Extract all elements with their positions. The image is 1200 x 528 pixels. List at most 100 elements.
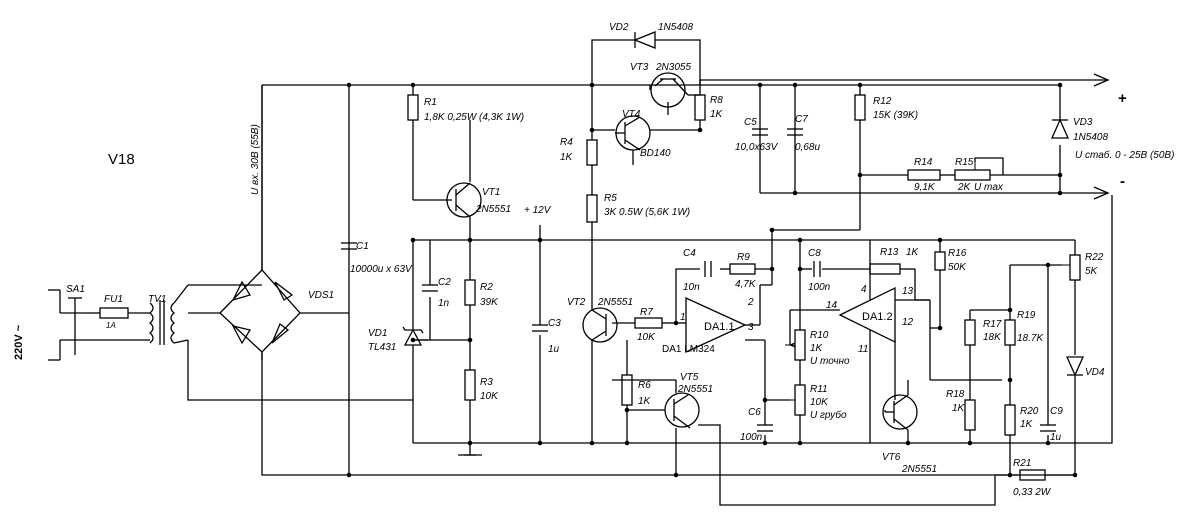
pin-14: 14 xyxy=(826,300,838,311)
r6-value: 1K xyxy=(638,396,652,407)
resistor-r7 xyxy=(634,317,663,329)
c5-ref: C5 xyxy=(744,117,757,128)
r12-value: 15K (39K) xyxy=(873,110,918,121)
pin-4: 4 xyxy=(861,284,867,295)
capacitors xyxy=(341,128,1056,432)
r9-ref: R9 xyxy=(737,252,750,263)
c3-ref: C3 xyxy=(548,318,561,329)
pin-1: 1 xyxy=(680,312,686,323)
r17-value: 18K xyxy=(983,332,1002,343)
transistor-vt2 xyxy=(582,307,618,343)
vt2-ref: VT2 xyxy=(567,297,586,308)
r22-value: 5K xyxy=(1085,266,1099,277)
labels: V18 220V ~ SA1 FU1 1A TV1 VDS1 U вх. 30В… xyxy=(13,22,1174,498)
c3-value: 1u xyxy=(548,344,560,355)
r3-ref: R3 xyxy=(480,377,493,388)
transistor-vt3 xyxy=(650,72,686,108)
r22-ref: R22 xyxy=(1085,252,1104,263)
vt1-value: 2N5551 xyxy=(475,204,511,215)
resistor-r9 xyxy=(729,263,756,275)
r18-value: 1K xyxy=(952,403,966,414)
vt6-value: 2N5551 xyxy=(901,464,937,475)
r20-ref: R20 xyxy=(1020,406,1039,417)
rail-12v: + 12V xyxy=(524,205,552,216)
resistor-r2 xyxy=(464,279,476,306)
output-range: U стаб. 0 - 25В (50В) xyxy=(1075,149,1174,161)
diodes xyxy=(219,31,1085,377)
fu1-rating: 1A xyxy=(106,321,116,330)
c8-value: 100n xyxy=(808,282,831,293)
vt6-ref: VT6 xyxy=(882,452,901,463)
vd1-value: TL431 xyxy=(368,342,396,353)
r16-ref: R16 xyxy=(948,248,967,259)
vt1-ref: VT1 xyxy=(482,187,500,198)
vds1-label: VDS1 xyxy=(308,290,334,301)
resistor-r4 xyxy=(586,139,598,166)
r10-note: U точно xyxy=(810,356,850,367)
r14-value: 9,1K xyxy=(914,182,936,193)
c6-ref: C6 xyxy=(748,407,761,418)
opamp-da1-2 xyxy=(838,286,896,344)
resistor-r22 xyxy=(1069,254,1081,281)
r15-note: U max xyxy=(974,182,1004,193)
r5-ref: R5 xyxy=(604,193,617,204)
r3-value: 10K xyxy=(480,391,499,402)
c8-ref: C8 xyxy=(808,248,821,259)
resistor-r11 xyxy=(794,384,806,416)
r19-ref: R19 xyxy=(1017,310,1036,321)
mains-input xyxy=(48,284,189,361)
vd4-ref: VD4 xyxy=(1085,367,1105,378)
input-voltage-label: U вх. 30В (55В) xyxy=(250,124,261,195)
r1-ref: R1 xyxy=(424,97,437,108)
vd1-ref: VD1 xyxy=(368,328,387,339)
c7-ref: C7 xyxy=(795,114,808,125)
r17-ref: R17 xyxy=(983,319,1002,330)
transistor-vt1 xyxy=(446,182,482,218)
r19-value: 18.7K xyxy=(1017,333,1044,344)
resistor-r5 xyxy=(586,194,598,223)
transistors xyxy=(446,72,918,431)
opamps xyxy=(685,240,930,443)
vt3-ref: VT3 xyxy=(630,62,649,73)
c2-value: 1n xyxy=(438,298,450,309)
vt4-ref: VT4 xyxy=(622,109,641,120)
resistor-r16 xyxy=(934,251,946,271)
c9-value: 1u xyxy=(1050,432,1062,443)
r5-value: 3K 0.5W (5,6K 1W) xyxy=(604,207,690,218)
transistor-vt6 xyxy=(882,394,918,430)
resistor-r21 xyxy=(1019,469,1046,481)
r11-note: U грубо xyxy=(810,409,847,421)
output-minus: - xyxy=(1120,173,1125,190)
r11-ref: R11 xyxy=(810,384,828,395)
resistor-r15 xyxy=(954,169,991,181)
r14-ref: R14 xyxy=(914,157,933,168)
r4-ref: R4 xyxy=(560,137,573,148)
r15-value: 2K xyxy=(957,182,972,193)
r11-value: 10K xyxy=(810,397,829,408)
c5-value: 10,0x63V xyxy=(735,142,779,153)
r13-value: 1K xyxy=(906,247,920,258)
vd3-value: 1N5408 xyxy=(1073,132,1108,143)
opamp-da1-1 xyxy=(685,296,747,354)
resistor-r8 xyxy=(694,94,706,121)
r16-value: 50K xyxy=(948,262,967,273)
r13-ref: R13 xyxy=(880,247,899,258)
r7-ref: R7 xyxy=(640,307,653,318)
resistor-r17 xyxy=(964,319,976,346)
mains-voltage-label: 220V ~ xyxy=(13,324,25,360)
transistor-vt5 xyxy=(664,392,700,428)
c2-ref: C2 xyxy=(438,277,451,288)
r9-value: 4,7K xyxy=(735,279,757,290)
pin-3: 3 xyxy=(748,322,754,333)
diagram-title: V18 xyxy=(108,151,135,168)
resistor-r20 xyxy=(1004,404,1016,436)
r2-value: 39K xyxy=(480,297,499,308)
vd2-ref: VD2 xyxy=(609,22,629,33)
r10-ref: R10 xyxy=(810,330,829,341)
pin-13: 13 xyxy=(902,286,914,297)
resistor-r12 xyxy=(854,94,866,121)
pin-2: 2 xyxy=(747,297,754,308)
r12-ref: R12 xyxy=(873,96,892,107)
r18-ref: R18 xyxy=(946,389,965,400)
